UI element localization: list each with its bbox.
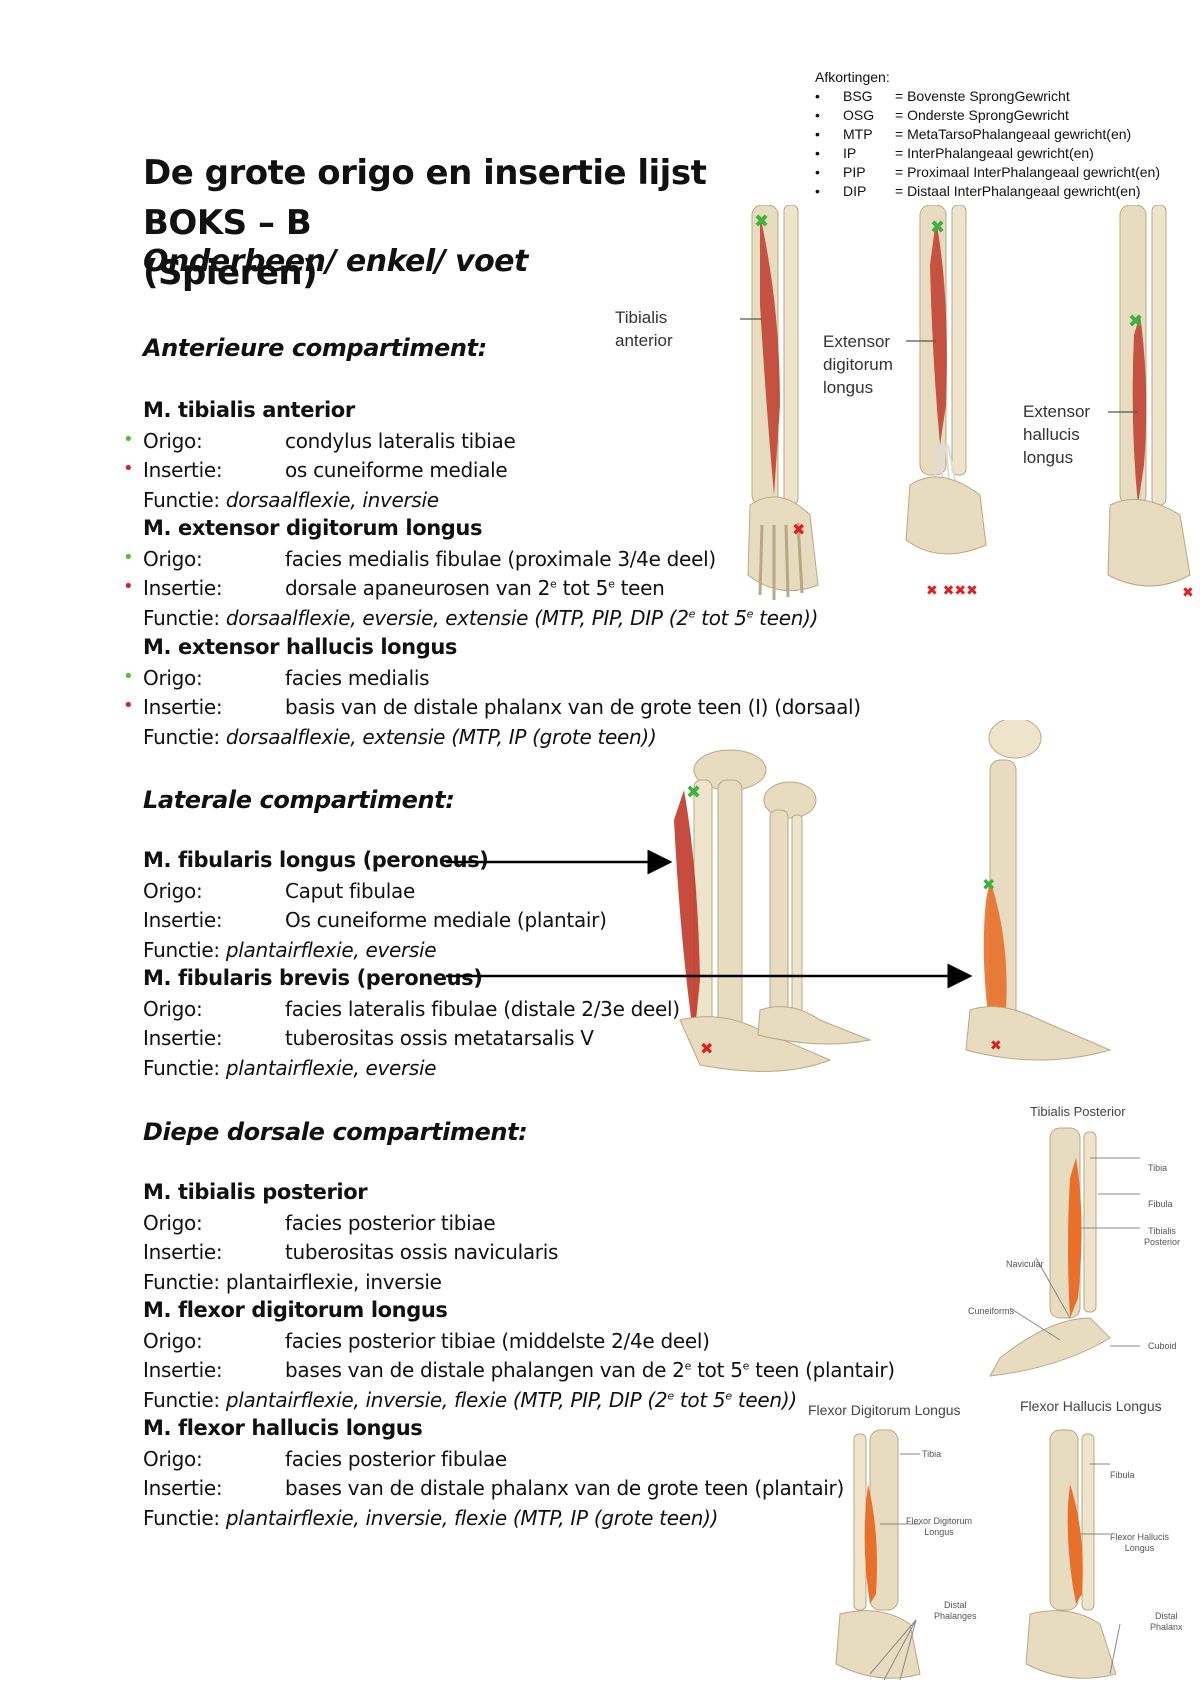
tibialis-posterior-figure <box>989 1127 1140 1377</box>
abbr-item: •DIP= Distaal InterPhalangeaal gewricht(… <box>815 183 1141 199</box>
fhl-label-distal: Distal Phalanx <box>1150 1611 1183 1632</box>
abbr-item: •MTP= MetaTarsoPhalangeaal gewricht(en) <box>815 126 1132 142</box>
functie-row: Functie: plantairflexie, inversie, flexi… <box>143 1506 719 1530</box>
origo-row: Origo:facies posterior fibulae <box>143 1447 507 1471</box>
insertie-row: Insertie:tuberositas ossis metatarsalis … <box>143 1026 594 1050</box>
fdl-label-tibia: Tibia <box>922 1449 942 1459</box>
fhl-label-muscle: Flexor Hallucis Longus <box>1110 1532 1170 1553</box>
label-tibia: Tibia <box>1148 1163 1168 1173</box>
fdl-label-muscle: Flexor Digitorum Longus <box>906 1516 973 1537</box>
extensor-digitorum-figure: ✖ ✖ ✖✖✖ <box>905 205 987 599</box>
origo-row: Origo:facies lateralis fibulae (distale … <box>143 997 680 1021</box>
label-cuboid: Cuboid <box>1148 1341 1177 1351</box>
origin-bullet-icon: • <box>123 547 134 568</box>
insertie-row: Insertie:tuberositas ossis navicularis <box>143 1240 559 1264</box>
svg-text:✖: ✖ <box>792 520 805 539</box>
lateral-leg-illustrations: ✖ ✖ ✖ ✖ <box>674 720 1112 1072</box>
muscle-name: M. fibularis brevis (peroneus) <box>143 966 483 990</box>
insertie-row: •Insertie:os cuneiforme mediale <box>123 458 508 482</box>
tibialis-anterior-caption: Tibialis anterior <box>615 308 673 350</box>
abbreviations-list: Afkortingen: •BSG= Bovenste SprongGewric… <box>815 68 1160 201</box>
abbr-item: •PIP= Proximaal InterPhalangeaal gewrich… <box>815 164 1160 180</box>
fhl-label-fibula: Fibula <box>1110 1470 1135 1480</box>
svg-text:✖: ✖ <box>686 782 701 803</box>
insertie-row: Insertie:bases van de distale phalangen … <box>143 1358 895 1382</box>
svg-text:✖: ✖ <box>700 1039 713 1058</box>
origin-bullet-icon: • <box>123 666 134 687</box>
origo-row: •Origo:facies medialis <box>123 666 430 690</box>
arrows <box>446 850 973 989</box>
page-title-line2: (Spieren) <box>143 253 318 293</box>
flexor-figures <box>835 1429 1121 1681</box>
abbr-item: •BSG= Bovenste SprongGewricht <box>815 88 1070 104</box>
insertie-row: Insertie:bases van de distale phalanx va… <box>143 1476 844 1500</box>
page-title: De grote origo en insertie lijst BOKS – … <box>143 148 803 298</box>
origo-row: Origo:facies posterior tibiae <box>143 1211 496 1235</box>
functie-row: Functie: plantairflexie, eversie <box>143 938 437 962</box>
label-tibialis-posterior: Tibialis Posterior <box>1144 1226 1181 1247</box>
fibularis-brevis-figure: ✖ ✖ <box>965 720 1112 1061</box>
origo-row: Origo:Caput fibulae <box>143 879 415 903</box>
label-cuneiforms: Cuneiforms <box>968 1306 1015 1316</box>
svg-text:✖: ✖ <box>1182 585 1194 601</box>
insertie-row: •Insertie:dorsale apaneurosen van 2e tot… <box>123 576 665 600</box>
functie-row: Functie: plantairflexie, inversie <box>143 1270 442 1294</box>
muscle-name: M. extensor hallucis longus <box>143 635 457 659</box>
insertion-bullet-icon: • <box>123 458 134 479</box>
insertion-bullet-icon: • <box>123 576 134 597</box>
section-heading-lateral: Laterale compartiment: <box>143 786 455 814</box>
muscle-name: M. flexor hallucis longus <box>143 1416 423 1440</box>
label-fibula: Fibula <box>1148 1199 1173 1209</box>
fdl-figure <box>835 1429 921 1681</box>
svg-text:✖ ✖✖✖: ✖ ✖✖✖ <box>926 583 978 599</box>
page-subtitle: Onderbeen/ enkel/ voet <box>143 244 528 279</box>
muscle-name: M. flexor digitorum longus <box>143 1298 448 1322</box>
svg-text:✖: ✖ <box>1128 311 1143 332</box>
functie-row: Functie: dorsaalflexie, eversie, extensi… <box>143 606 819 630</box>
section-heading-anterior: Anterieure compartiment: <box>143 334 487 362</box>
label-navicular: Navicular <box>1006 1259 1044 1269</box>
origo-row: •Origo:facies medialis fibulae (proximal… <box>123 547 716 571</box>
abbr-item: •IP= InterPhalangeaal gewricht(en) <box>815 145 1094 161</box>
tibialis-anterior-figure: ✖ ✖ <box>747 205 819 600</box>
muscle-name: M. tibialis posterior <box>143 1180 368 1204</box>
functie-row: Functie: plantairflexie, inversie, flexi… <box>143 1388 797 1412</box>
tibialis-posterior-title: Tibialis Posterior <box>1030 1104 1126 1119</box>
insertion-bullet-icon: • <box>123 695 134 716</box>
fhl-figure <box>1025 1429 1121 1679</box>
insertie-row: Insertie:Os cuneiforme mediale (plantair… <box>143 908 607 932</box>
origo-row: Origo:facies posterior tibiae (middelste… <box>143 1329 710 1353</box>
muscle-name: M. tibialis anterior <box>143 398 355 422</box>
abbreviations-title: Afkortingen: <box>815 69 890 85</box>
svg-text:✖: ✖ <box>982 875 995 894</box>
svg-text:✖: ✖ <box>990 1038 1002 1054</box>
svg-text:✖: ✖ <box>754 211 769 232</box>
origin-bullet-icon: • <box>123 429 134 450</box>
fdl-title: Flexor Digitorum Longus <box>808 1402 961 1418</box>
abbr-item: •OSG= Onderste SprongGewricht <box>815 107 1069 123</box>
skeleton-leg-figure <box>757 781 872 1045</box>
muscle-name: M. extensor digitorum longus <box>143 516 483 540</box>
fdl-label-distal: Distal Phalanges <box>934 1600 977 1621</box>
insertie-row: •Insertie:basis van de distale phalanx v… <box>123 695 861 719</box>
origo-row: •Origo:condylus lateralis tibiae <box>123 429 516 453</box>
fhl-title: Flexor Hallucis Longus <box>1020 1398 1162 1414</box>
muscle-name: M. fibularis longus (peroneus) <box>143 848 489 872</box>
svg-text:✖: ✖ <box>930 217 945 238</box>
extensor-hallucis-figure: ✖ ✖ <box>1107 205 1194 601</box>
functie-row: Functie: plantairflexie, eversie <box>143 1056 437 1080</box>
functie-row: Functie: dorsaalflexie, inversie <box>143 488 439 512</box>
functie-row: Functie: dorsaalflexie, extensie (MTP, I… <box>143 725 657 749</box>
section-heading-deep: Diepe dorsale compartiment: <box>143 1118 528 1146</box>
page-title-line1: De grote origo en insertie lijst BOKS – … <box>143 153 707 243</box>
anterior-leg-illustrations: ✖ ✖ ✖ ✖ ✖✖✖ ✖ ✖ <box>740 205 1194 601</box>
